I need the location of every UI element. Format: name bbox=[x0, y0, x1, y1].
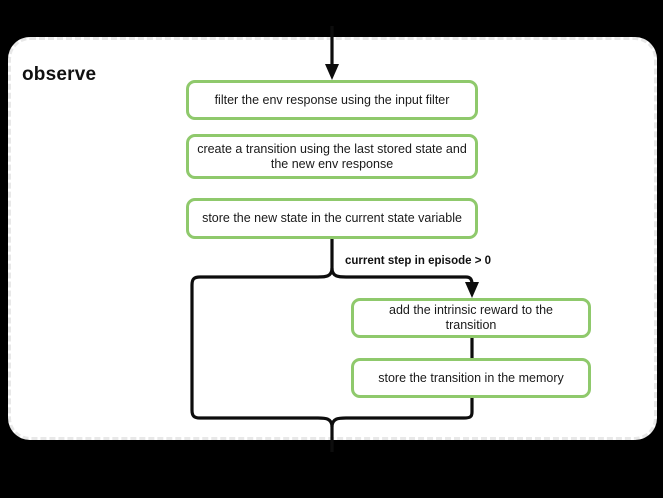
node-create-transition[interactable]: create a transition using the last store… bbox=[186, 134, 478, 179]
node-add-intrinsic-reward[interactable]: add the intrinsic reward to the transiti… bbox=[351, 298, 591, 338]
node-store-new-state[interactable]: store the new state in the current state… bbox=[186, 198, 478, 239]
edge-label-condition: current step in episode > 0 bbox=[345, 255, 492, 267]
group-title-observe: observe bbox=[22, 64, 97, 85]
node-filter-env-response[interactable]: filter the env response using the input … bbox=[186, 80, 478, 120]
node-store-transition-memory[interactable]: store the transition in the memory bbox=[351, 358, 591, 398]
